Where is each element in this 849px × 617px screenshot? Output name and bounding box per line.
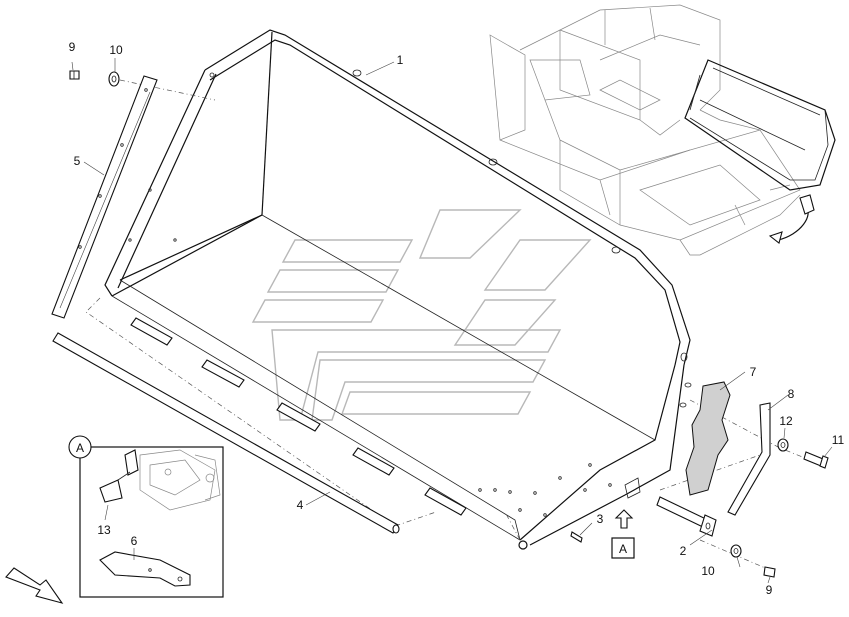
callout-12: 12 — [779, 414, 793, 428]
callout-6: 6 — [131, 534, 138, 548]
callout-11: 11 — [832, 433, 845, 447]
installed-hopper-context — [684, 59, 836, 244]
view-marker-a: A — [611, 509, 635, 559]
detail-view-label: A — [76, 441, 84, 455]
machine-frame-context — [489, 4, 801, 256]
callout-7: 7 — [750, 365, 757, 379]
watermark-logo — [251, 209, 592, 421]
callout-9-top: 9 — [69, 40, 76, 54]
rod-part-4 — [52, 332, 400, 534]
callout-5: 5 — [74, 154, 81, 168]
callout-3: 3 — [597, 512, 604, 526]
strip-part-5 — [51, 75, 158, 319]
plate-part-7 — [685, 381, 731, 496]
washer-and-bolt-right — [777, 438, 829, 469]
small-pin-part-3 — [570, 531, 583, 543]
callout-13: 13 — [97, 523, 111, 537]
callout-10-top: 10 — [109, 43, 123, 57]
callout-4: 4 — [297, 498, 304, 512]
callout-9-bottom: 9 — [766, 583, 773, 597]
pin-part-2 — [656, 496, 717, 537]
callout-1: 1 — [397, 53, 404, 67]
hopper-body — [104, 29, 692, 550]
view-marker-label: A — [619, 542, 627, 556]
bolt-and-washer-top — [69, 70, 120, 87]
callout-10-bottom: 10 — [701, 564, 715, 578]
callout-leaders — [71, 58, 833, 584]
callout-8: 8 — [788, 387, 795, 401]
hinge-tubes — [130, 317, 467, 516]
callout-labels: 1 2 3 4 5 6 7 8 9 9 10 10 11 12 13 — [69, 40, 845, 597]
detail-view-a: A — [68, 435, 224, 598]
bracket-part-8 — [727, 402, 771, 516]
washer-and-bolt-bottom — [730, 544, 776, 578]
direction-arrow-icon — [5, 567, 64, 604]
callout-2: 2 — [680, 544, 687, 558]
